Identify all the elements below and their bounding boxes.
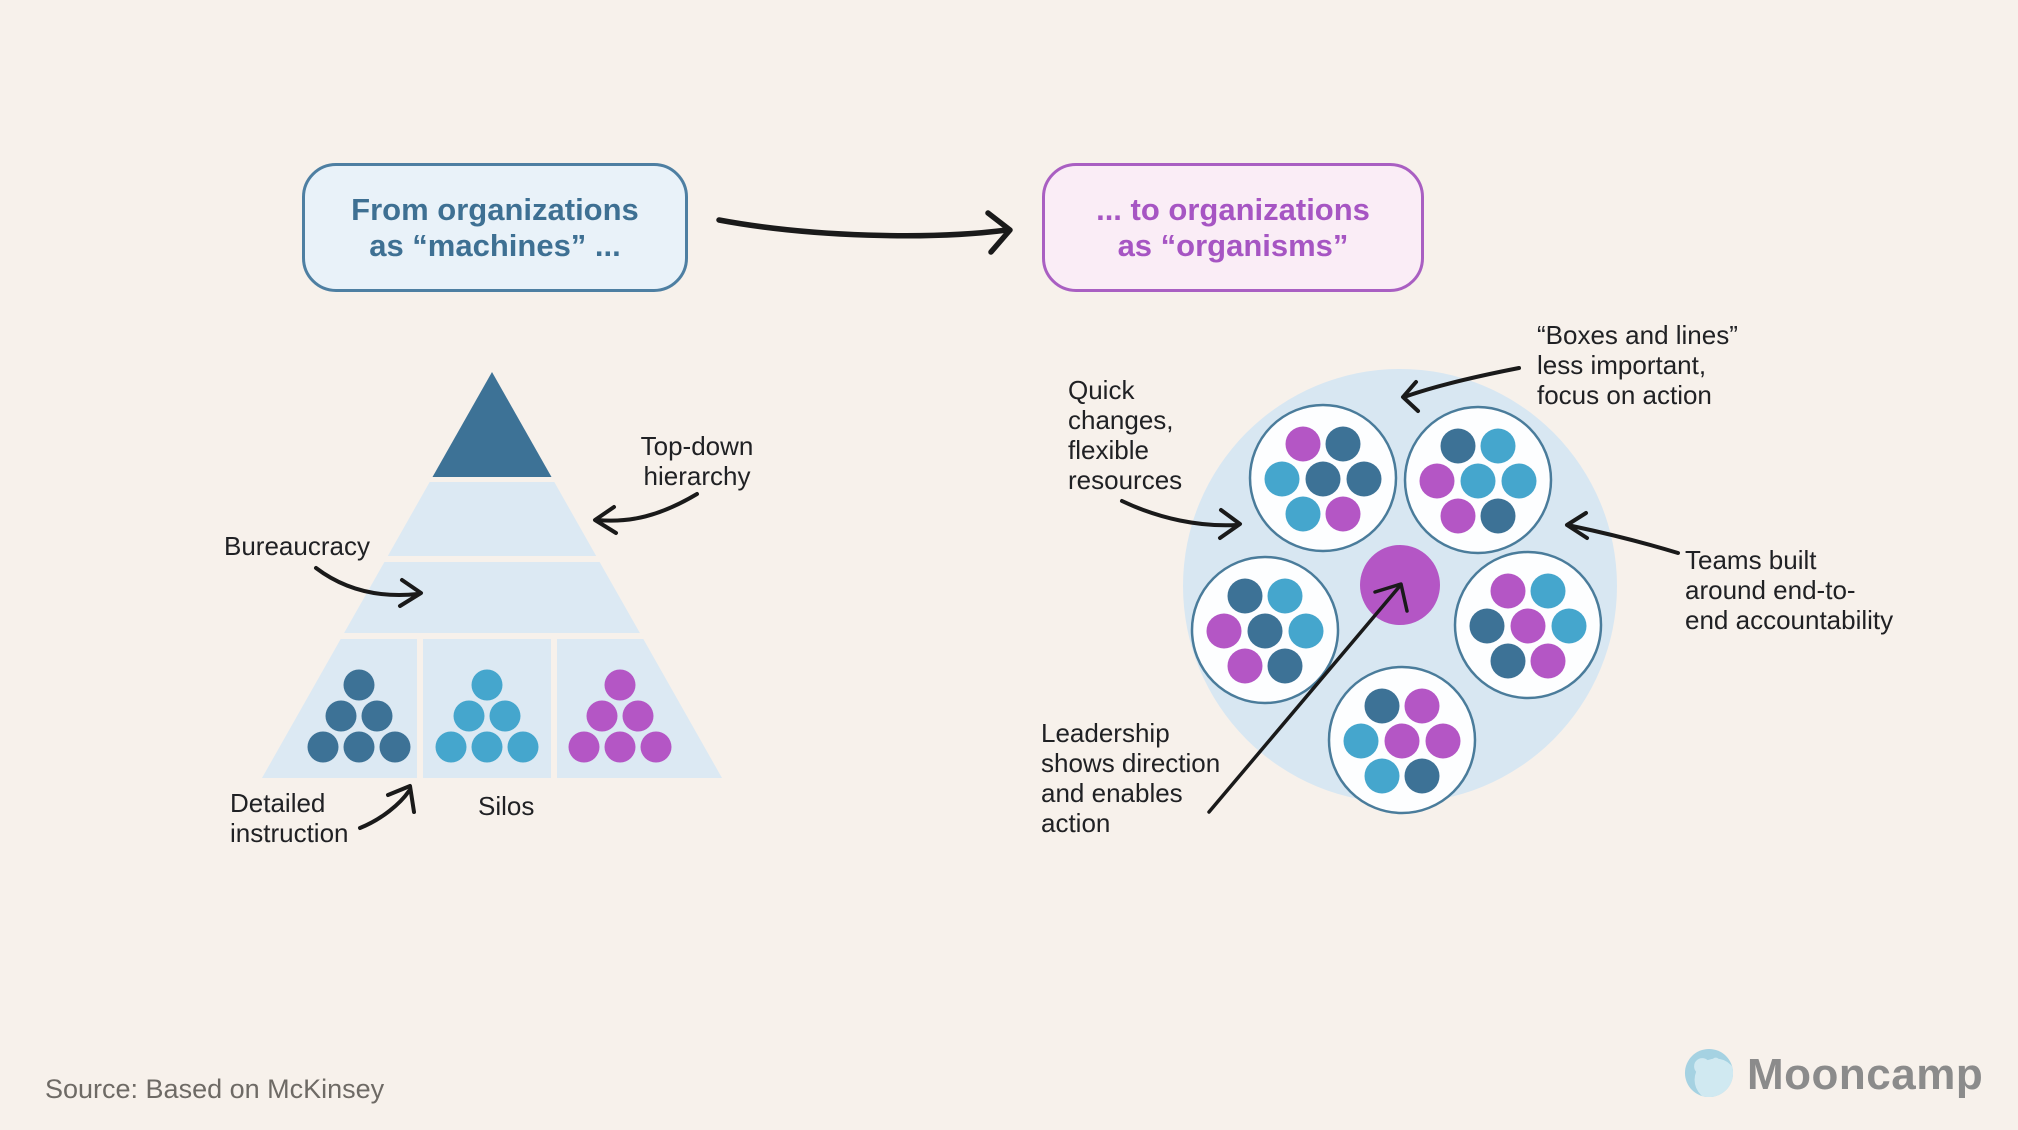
detailed-instruction-label: Detailed instruction — [230, 788, 349, 848]
person-dot — [435, 731, 467, 763]
person-dot — [1364, 758, 1400, 794]
person-dot — [1551, 608, 1587, 644]
quick-changes-label: Quick changes, flexible resources — [1068, 375, 1183, 495]
person-dot — [1264, 461, 1300, 497]
person-dot — [1480, 428, 1516, 464]
top-down-hierarchy-label: Top-down hierarchy — [640, 431, 754, 491]
boxes-and-lines-label: “Boxes and lines” less important, focus … — [1537, 320, 1738, 410]
person-dot — [1404, 688, 1440, 724]
pyramid-top-level — [432, 372, 552, 477]
person-dot — [1285, 426, 1321, 462]
person-dot — [622, 700, 654, 732]
person-dot — [471, 669, 503, 701]
person-dot — [1490, 573, 1526, 609]
arrow-machine-to-organism — [716, 210, 1013, 255]
person-dot — [604, 669, 636, 701]
person-dot — [1419, 463, 1455, 499]
person-dot — [379, 731, 411, 763]
team-circle-bottom — [1327, 665, 1477, 815]
team-circle-top-left — [1248, 403, 1398, 553]
person-dot — [1247, 613, 1283, 649]
arrow-boxes-and-lines — [1401, 366, 1521, 413]
team-circles — [1190, 403, 1603, 815]
person-dot — [1227, 578, 1263, 614]
organism-title-box: ... to organizations as “organisms” — [1042, 163, 1424, 292]
bureaucracy-label: Bureaucracy — [224, 531, 370, 561]
source-attribution: Source: Based on McKinsey — [45, 1074, 385, 1104]
person-dot — [1227, 648, 1263, 684]
silos-label: Silos — [478, 791, 535, 821]
person-dot — [640, 731, 672, 763]
person-dot — [1267, 648, 1303, 684]
person-dot — [361, 700, 393, 732]
person-dot — [1285, 496, 1321, 532]
person-dot — [586, 700, 618, 732]
person-dot — [1206, 613, 1242, 649]
pyramid-level-2 — [387, 482, 597, 556]
pyramid-people-clusters — [307, 669, 672, 763]
person-dot — [1343, 723, 1379, 759]
person-dot — [343, 669, 375, 701]
person-dot — [1501, 463, 1537, 499]
person-dot — [1364, 688, 1400, 724]
arrows — [314, 210, 1680, 830]
person-dot — [1346, 461, 1382, 497]
person-dot — [343, 731, 375, 763]
person-dot — [1425, 723, 1461, 759]
person-dot — [604, 731, 636, 763]
team-circle-mid-right — [1453, 550, 1603, 700]
person-dot — [568, 731, 600, 763]
arrow-quick-changes — [1120, 499, 1242, 540]
machine-title-box: From organizations as “machines” ... — [302, 163, 688, 292]
leadership-label: Leadership shows direction and enables a… — [1041, 718, 1221, 838]
person-dot — [471, 731, 503, 763]
person-dot — [489, 700, 521, 732]
person-dot — [1460, 463, 1496, 499]
mooncamp-logo-icon — [1684, 1048, 1734, 1098]
person-dot — [1440, 428, 1476, 464]
arrow-detailed-instruction — [358, 784, 416, 830]
person-dot — [1384, 723, 1420, 759]
person-dot — [1469, 608, 1505, 644]
teams-built-label: Teams built around end-to- end accountab… — [1685, 545, 1894, 635]
person-dot — [325, 700, 357, 732]
person-dot — [1325, 426, 1361, 462]
person-dot — [507, 731, 539, 763]
person-dot — [1305, 461, 1341, 497]
person-dot — [1440, 498, 1476, 534]
machine-pyramid — [262, 372, 722, 778]
person-dot — [1530, 643, 1566, 679]
arrow-leadership — [1207, 582, 1409, 814]
person-dot — [1288, 613, 1324, 649]
arrow-bureaucracy — [314, 566, 423, 608]
person-dot — [453, 700, 485, 732]
arrow-top-down-hierarchy — [593, 492, 699, 535]
person-dot — [1267, 578, 1303, 614]
person-dot — [1510, 608, 1546, 644]
pyramid-level-3 — [344, 562, 640, 633]
mooncamp-logo-text: Mooncamp — [1747, 1050, 1984, 1099]
person-dot — [1480, 498, 1516, 534]
person-dot — [1404, 758, 1440, 794]
person-dot — [1325, 496, 1361, 532]
person-dot — [307, 731, 339, 763]
person-dot — [1530, 573, 1566, 609]
arrow-teams-built — [1565, 511, 1680, 555]
person-dot — [1490, 643, 1526, 679]
team-circle-mid-left — [1190, 555, 1340, 705]
team-circle-top-right — [1403, 405, 1553, 555]
organism-diagram — [1183, 369, 1617, 815]
